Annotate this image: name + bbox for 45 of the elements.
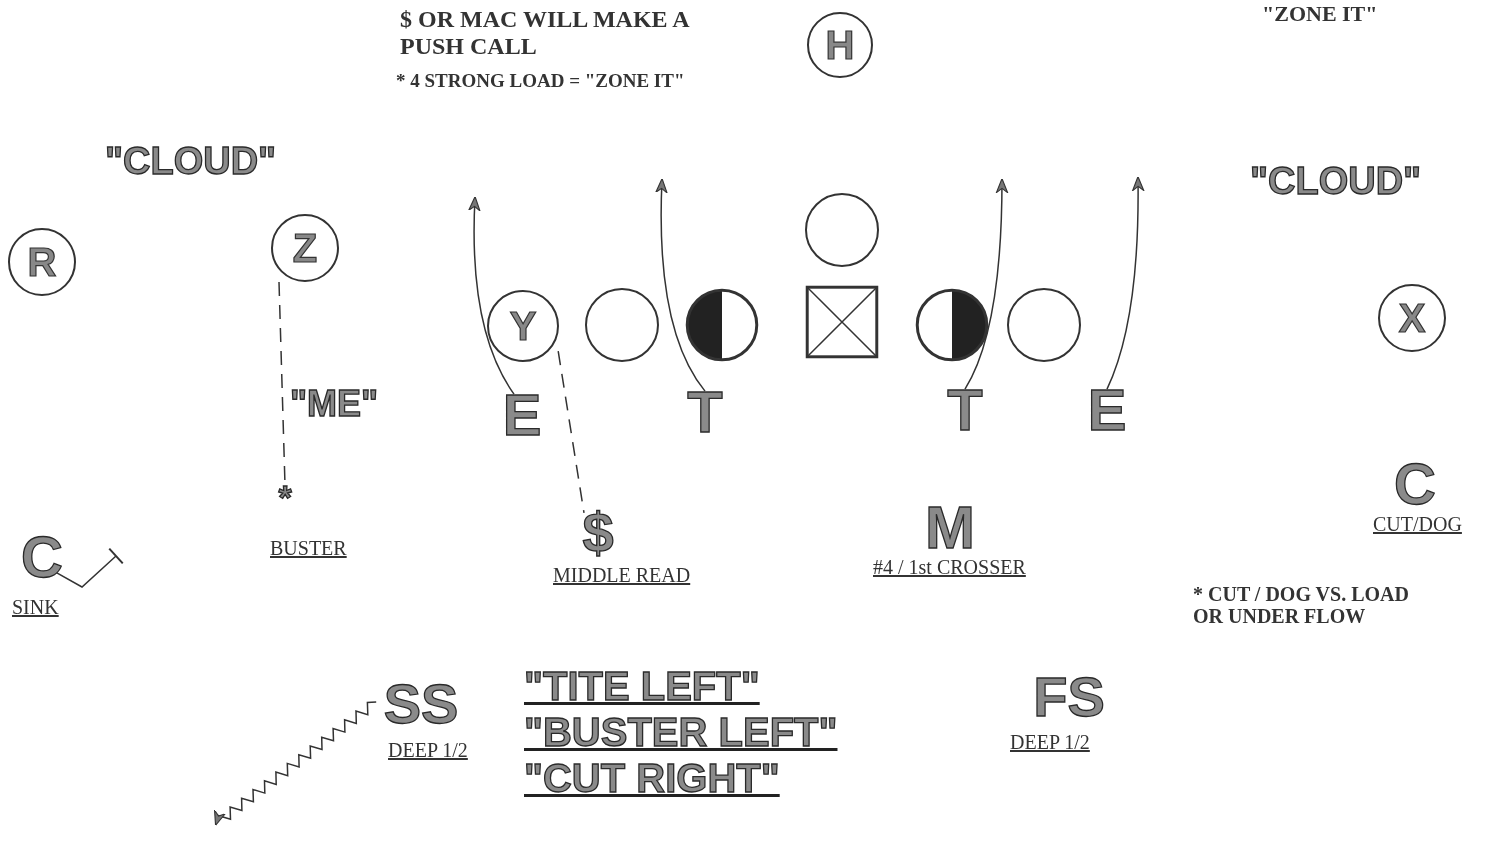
position-label: CUT/DOG <box>1373 513 1462 536</box>
note-text: $ OR MAC WILL MAKE A PUSH CALL <box>400 6 690 60</box>
player-letter: E <box>1087 381 1127 439</box>
rush-arrow <box>1106 176 1145 390</box>
zigzag-arrow <box>214 701 377 826</box>
position-label: DEEP 1/2 <box>1010 731 1090 754</box>
player-letter: * <box>278 480 292 514</box>
rush-arrow <box>468 196 515 395</box>
player-letter: C <box>21 528 63 586</box>
call-text: "TITE LEFT" <box>524 666 760 706</box>
player-letter: M <box>925 498 975 558</box>
half-shaded-circle <box>685 288 759 362</box>
note-text: "ZONE IT" <box>1262 2 1379 27</box>
position-label: SINK <box>12 596 59 619</box>
player-letter: SS <box>383 676 459 732</box>
crossed-square <box>805 285 879 359</box>
rush-arrow <box>964 178 1009 390</box>
player-circle: X <box>1378 284 1446 352</box>
rush-arrow <box>655 178 706 392</box>
position-label: MIDDLE READ <box>553 564 691 587</box>
player-circle: H <box>807 12 873 78</box>
position-label: #4 / 1st CROSSER <box>873 556 1026 579</box>
player-circle: R <box>8 228 76 296</box>
position-label: BUSTER <box>270 537 347 560</box>
player-letter: T <box>687 383 723 441</box>
note-text: * CUT / DOG VS. LOAD OR UNDER FLOW <box>1193 583 1410 628</box>
player-letter: $ <box>582 505 614 561</box>
player-letter: T <box>947 381 983 439</box>
note-text: * 4 STRONG LOAD = "ZONE IT" <box>396 70 686 92</box>
player-circle <box>585 288 659 362</box>
player-circle: Y <box>487 290 559 362</box>
call-text: "CLOUD" <box>105 142 277 180</box>
player-letter: C <box>1394 455 1436 513</box>
dashed-line <box>557 350 585 514</box>
player-letter: E <box>502 386 542 444</box>
position-label: DEEP 1/2 <box>388 739 468 762</box>
call-text: "ME" <box>290 386 379 422</box>
player-circle <box>1007 288 1081 362</box>
call-text: "BUSTER LEFT" <box>524 712 838 752</box>
player-letter: FS <box>1033 669 1105 725</box>
call-text: "CUT RIGHT" <box>524 758 780 798</box>
player-circle <box>805 193 879 267</box>
player-circle: Z <box>271 214 339 282</box>
call-text: "CLOUD" <box>1250 162 1422 200</box>
half-shaded-circle <box>915 288 989 362</box>
